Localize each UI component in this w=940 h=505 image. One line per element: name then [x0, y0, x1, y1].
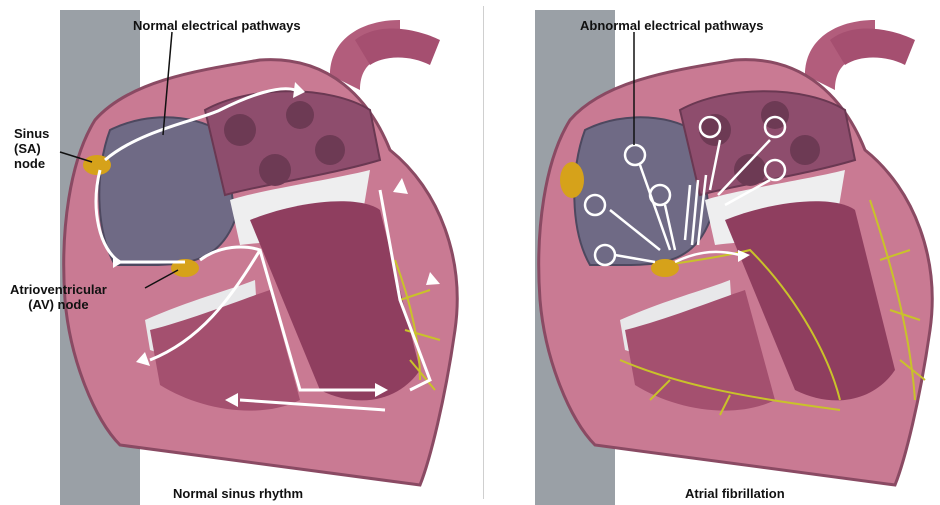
afib-caption: Atrial fibrillation — [685, 486, 785, 501]
abnormal-pathways-title: Abnormal electrical pathways — [580, 18, 764, 33]
sa-node-label: Sinus (SA) node — [14, 126, 49, 171]
av-node-label: Atrioventricular (AV) node — [10, 282, 107, 312]
av-node — [651, 259, 679, 277]
normal-heart-illustration — [0, 0, 470, 505]
normal-caption: Normal sinus rhythm — [173, 486, 303, 501]
sa-node — [560, 162, 584, 198]
normal-pathways-title: Normal electrical pathways — [133, 18, 301, 33]
afib-heart-illustration — [470, 0, 940, 505]
afib-panel: Abnormal electrical pathways Atrial fibr… — [470, 0, 940, 505]
normal-rhythm-panel: Normal electrical pathways Sinus (SA) no… — [0, 0, 470, 505]
